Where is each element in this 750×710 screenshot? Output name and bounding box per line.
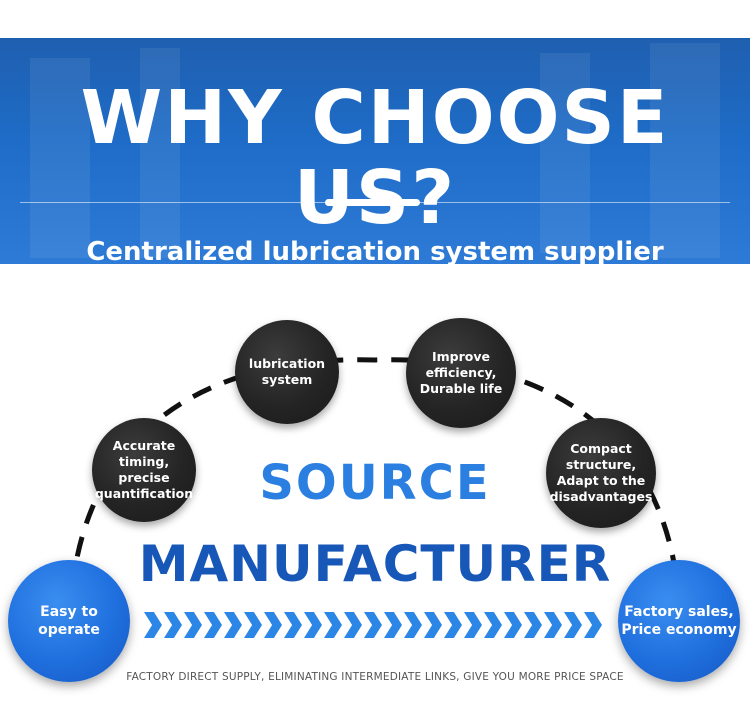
background-rack <box>140 48 180 258</box>
feature-label: Factory sales, Price economy <box>621 604 737 638</box>
source-heading: SOURCE <box>259 455 491 511</box>
chevron-icon <box>424 612 442 638</box>
chevron-icon <box>264 612 282 638</box>
background-rack <box>30 58 90 258</box>
chevron-icon <box>344 612 362 638</box>
background-rack <box>540 53 590 253</box>
banner-subtitle: Centralized lubrication system supplier <box>86 237 664 264</box>
feature-label: lubrication system <box>248 356 326 387</box>
feature-label: Compact structure, Adapt to the disadvan… <box>549 441 653 504</box>
chevron-icon <box>284 612 302 638</box>
chevron-icon <box>204 612 222 638</box>
chevron-icon <box>464 612 482 638</box>
background-rack <box>650 43 720 258</box>
header-banner: WHY CHOOSE US? Centralized lubrication s… <box>0 38 750 264</box>
chevron-icon <box>244 612 262 638</box>
banner-title: WHY CHOOSE US? <box>80 75 670 241</box>
chevron-icon <box>544 612 562 638</box>
chevron-icon <box>484 612 502 638</box>
chevron-arrow-strip <box>144 612 612 642</box>
chevron-icon <box>564 612 582 638</box>
feature-circle-compact: Compact structure, Adapt to the disadvan… <box>546 418 656 528</box>
feature-circle-factory: Factory sales, Price economy <box>618 560 740 682</box>
chevron-icon <box>524 612 542 638</box>
chevron-icon <box>364 612 382 638</box>
feature-label: Easy to operate <box>38 604 100 638</box>
chevron-icon <box>304 612 322 638</box>
feature-circle-easy: Easy to operate <box>8 560 130 682</box>
feature-label: Accurate timing, precise quantification <box>94 438 194 501</box>
chevron-icon <box>224 612 242 638</box>
chevron-icon <box>144 612 162 638</box>
chevron-icon <box>584 612 602 638</box>
feature-circle-accurate: Accurate timing, precise quantification <box>92 418 196 522</box>
chevron-icon <box>164 612 182 638</box>
chevron-icon <box>444 612 462 638</box>
chevron-icon <box>184 612 202 638</box>
banner-divider-accent <box>325 199 420 206</box>
chevron-icon <box>504 612 522 638</box>
feature-label: Improve efficiency, Durable life <box>419 349 503 396</box>
tagline: FACTORY DIRECT SUPPLY, ELIMINATING INTER… <box>126 671 624 683</box>
manufacturer-heading: MANUFACTURER <box>138 535 612 593</box>
chevron-icon <box>384 612 402 638</box>
chevron-icon <box>324 612 342 638</box>
feature-circle-lubrication: lubrication system <box>235 320 339 424</box>
feature-circle-improve: Improve efficiency, Durable life <box>406 318 516 428</box>
chevron-icon <box>404 612 422 638</box>
